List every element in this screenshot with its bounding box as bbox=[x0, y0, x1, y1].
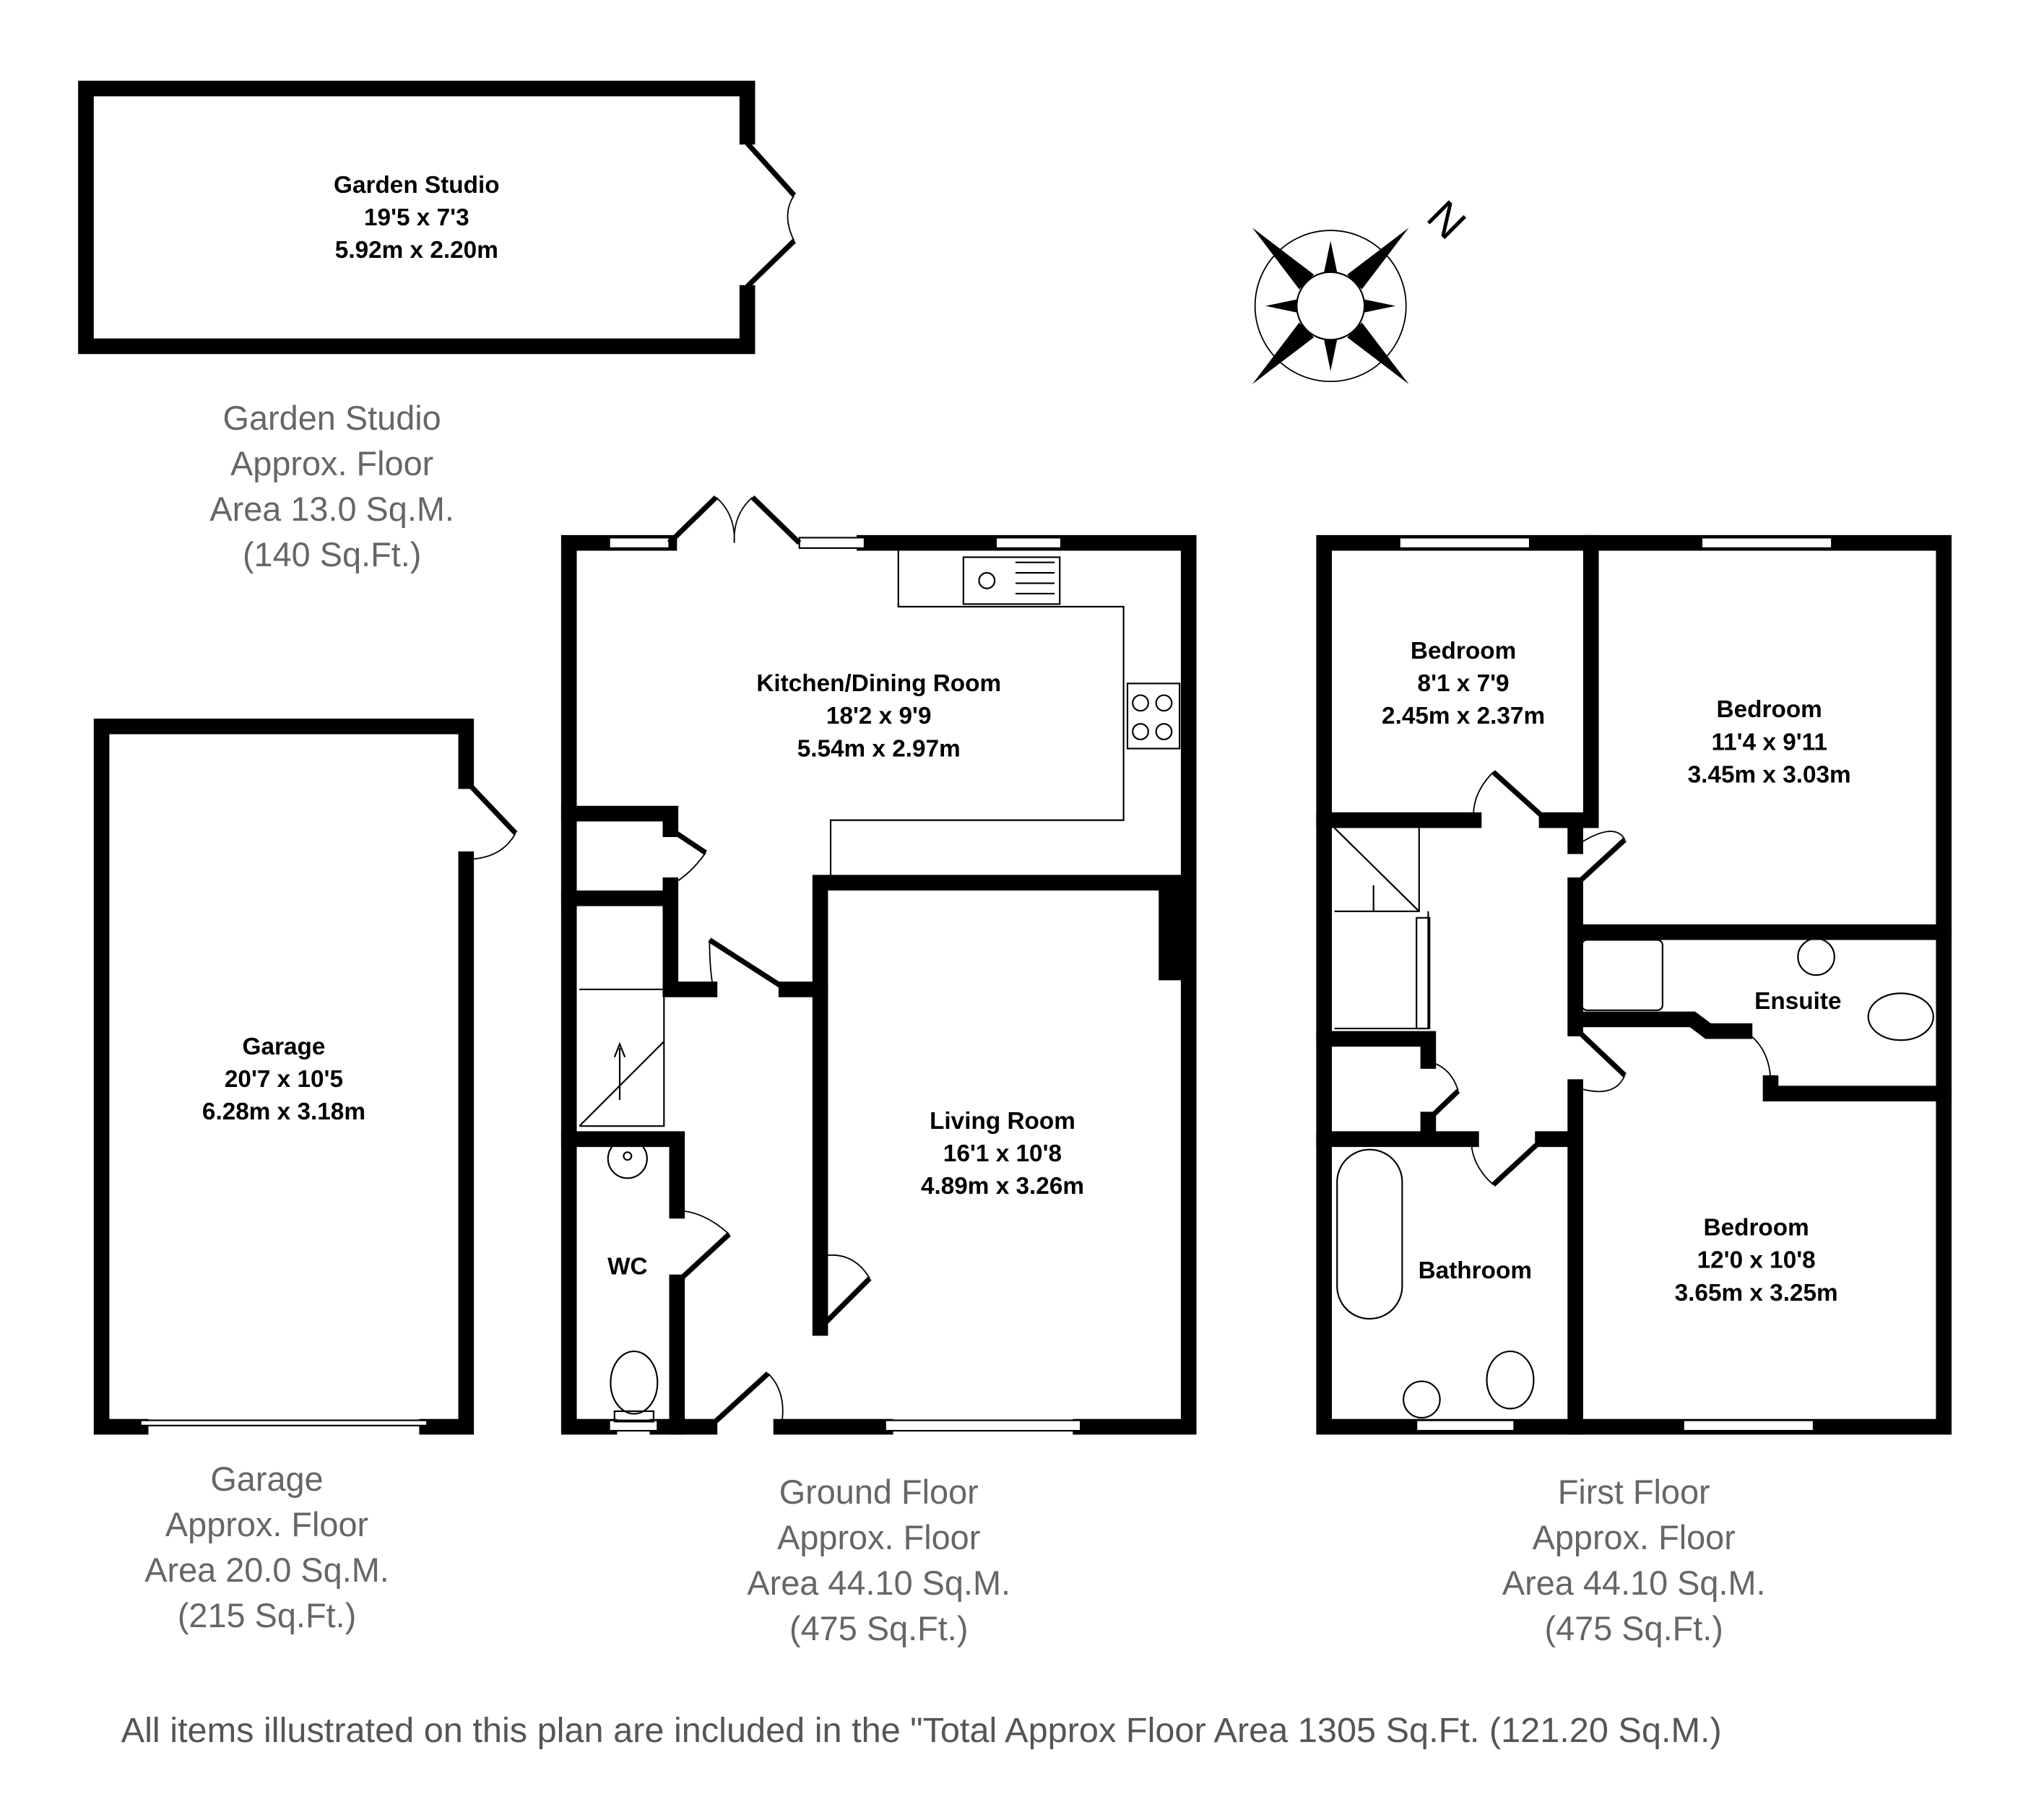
garage-area: Garage Approx. Floor Area 20.0 Sq.M. (21… bbox=[144, 1460, 389, 1634]
room-metric: 3.45m x 3.03m bbox=[1688, 761, 1851, 788]
room-metric: 6.28m x 3.18m bbox=[202, 1098, 365, 1125]
room-name: Bedroom bbox=[1704, 1215, 1809, 1242]
area-line: (475 Sq.Ft.) bbox=[1545, 1610, 1723, 1647]
compass-rose-icon: N bbox=[1252, 191, 1476, 384]
first-floor-plan: Bedroom 8'1 x 7'9 2.45m x 2.37m Bedroom … bbox=[1316, 534, 1952, 1435]
room-imperial: 19'5 x 7'3 bbox=[364, 204, 469, 231]
room-metric: 5.92m x 2.20m bbox=[335, 237, 498, 264]
area-line: Approx. Floor bbox=[1533, 1519, 1736, 1556]
ground-floor-plan: Kitchen/Dining Room 18'2 x 9'9 5.54m x 2… bbox=[560, 495, 1197, 1435]
area-title: First Floor bbox=[1558, 1473, 1710, 1511]
area-line: Area 13.0 Sq.M. bbox=[209, 490, 454, 528]
room-name: Bedroom bbox=[1717, 696, 1822, 723]
room-imperial: 18'2 x 9'9 bbox=[826, 703, 932, 729]
room-name: WC bbox=[607, 1254, 648, 1280]
room-metric: 4.89m x 3.26m bbox=[921, 1173, 1084, 1200]
garden-studio-plan: Garden Studio 19'5 x 7'3 5.92m x 2.20m bbox=[78, 80, 797, 355]
room-name: Bedroom bbox=[1411, 638, 1516, 664]
area-line: Approx. Floor bbox=[777, 1519, 980, 1556]
room-metric: 2.45m x 2.37m bbox=[1382, 703, 1545, 729]
area-line: Approx. Floor bbox=[230, 445, 433, 482]
room-imperial: 8'1 x 7'9 bbox=[1418, 670, 1510, 697]
compass-north-label: N bbox=[1418, 191, 1475, 248]
room-metric: 3.65m x 3.25m bbox=[1675, 1280, 1838, 1306]
room-name: Kitchen/Dining Room bbox=[756, 670, 1001, 697]
room-metric: 5.54m x 2.97m bbox=[797, 735, 961, 762]
room-imperial: 16'1 x 10'8 bbox=[943, 1140, 1062, 1167]
area-line: Area 44.10 Sq.M. bbox=[747, 1564, 1010, 1602]
garden-studio-area: Garden Studio Approx. Floor Area 13.0 Sq… bbox=[209, 399, 454, 573]
room-imperial: 20'7 x 10'5 bbox=[225, 1066, 343, 1093]
area-title: Garage bbox=[210, 1460, 323, 1498]
area-line: Area 20.0 Sq.M. bbox=[144, 1551, 389, 1589]
area-title: Ground Floor bbox=[779, 1473, 979, 1511]
footer-note: All items illustrated on this plan are i… bbox=[121, 1711, 1722, 1750]
room-name: Garden Studio bbox=[334, 172, 500, 199]
first-floor-area: First Floor Approx. Floor Area 44.10 Sq.… bbox=[1502, 1473, 1766, 1647]
room-name: Living Room bbox=[930, 1108, 1075, 1135]
room-imperial: 11'4 x 9'11 bbox=[1711, 729, 1827, 755]
area-line: (215 Sq.Ft.) bbox=[178, 1597, 356, 1634]
ground-floor-area: Ground Floor Approx. Floor Area 44.10 Sq… bbox=[747, 1473, 1010, 1647]
area-line: (475 Sq.Ft.) bbox=[789, 1610, 968, 1647]
room-name: Ensuite bbox=[1754, 988, 1841, 1015]
area-line: (140 Sq.Ft.) bbox=[243, 536, 421, 573]
room-imperial: 12'0 x 10'8 bbox=[1697, 1247, 1816, 1274]
room-name: Garage bbox=[243, 1034, 326, 1060]
garage-plan: Garage 20'7 x 10'5 6.28m x 3.18m bbox=[93, 719, 518, 1435]
area-line: Area 44.10 Sq.M. bbox=[1502, 1564, 1766, 1602]
area-line: Approx. Floor bbox=[165, 1506, 368, 1543]
room-name: Bathroom bbox=[1419, 1257, 1532, 1284]
area-title: Garden Studio bbox=[223, 399, 441, 437]
